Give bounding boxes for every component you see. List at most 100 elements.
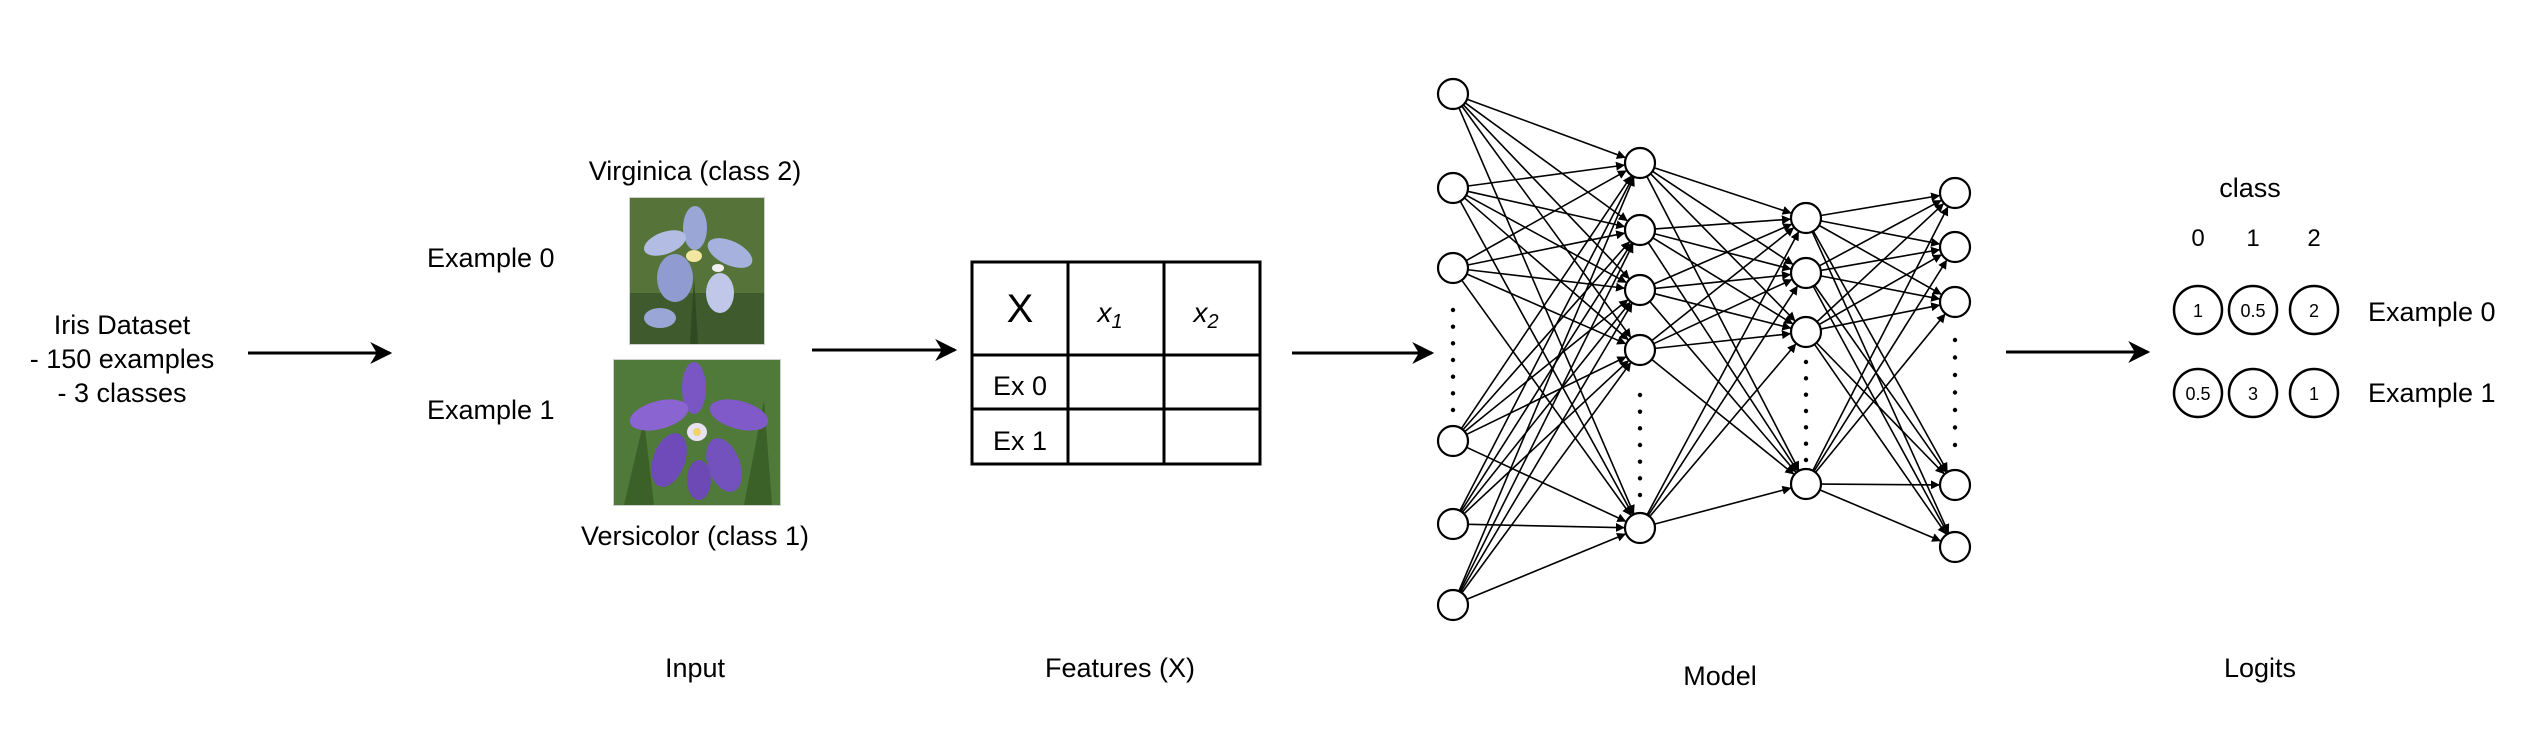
nn-node-l0-n1 bbox=[1436, 171, 1470, 205]
nn-node-l1-n4 bbox=[1623, 511, 1657, 545]
nn-edge-l1-4-0 bbox=[1646, 231, 1800, 516]
nn-edge-l0-2-4 bbox=[1461, 279, 1632, 516]
logit-circle-r0-c1 bbox=[2227, 284, 2279, 336]
nn-edge-l2-2-0 bbox=[1816, 203, 1944, 323]
nn-ellipsis-dot-l3-1 bbox=[1952, 355, 1958, 360]
nn-ellipsis-dot-l3-6 bbox=[1952, 442, 1958, 448]
nn-node-l3-n4 bbox=[1938, 530, 1972, 564]
nn-ellipsis-dot-l2-1 bbox=[1803, 376, 1809, 381]
nn-edge-l2-1-1 bbox=[1820, 246, 1941, 272]
nn-node-l3-n1 bbox=[1938, 230, 1972, 264]
nn-edge-l0-5-1 bbox=[1458, 243, 1634, 592]
nn-edge-l2-3-0 bbox=[1812, 206, 1949, 472]
nn-node-l0-n2 bbox=[1436, 251, 1470, 285]
feature-row-ex0: Ex 0 bbox=[993, 371, 1047, 401]
nn-ellipsis-dot-l1-1 bbox=[1637, 409, 1643, 414]
nn-edge-l2-3-2 bbox=[1814, 313, 1946, 473]
nn-node-l0-n4 bbox=[1436, 507, 1470, 541]
nn-ellipsis-dot-l1-6 bbox=[1637, 492, 1643, 498]
feature-header-x1-base: x bbox=[1095, 297, 1112, 328]
nn-edge-l2-2-3 bbox=[1815, 342, 1945, 475]
neural-network bbox=[1436, 77, 1972, 622]
nn-edge-l1-0-0 bbox=[1653, 166, 1792, 215]
nn-edge-l0-0-2 bbox=[1462, 104, 1630, 280]
nn-edge-l1-2-3 bbox=[1649, 300, 1797, 473]
nn-edge-l0-3-1 bbox=[1462, 241, 1630, 431]
nn-edge-l1-0-2 bbox=[1649, 173, 1796, 322]
nn-edge-l0-3-3 bbox=[1466, 356, 1627, 436]
feature-header-x2-base: x bbox=[1191, 297, 1208, 328]
nn-edge-l2-2-4 bbox=[1813, 343, 1947, 535]
nn-ellipsis-dot-l1-0 bbox=[1637, 392, 1643, 398]
nn-edge-l2-0-4 bbox=[1811, 231, 1950, 534]
nn-edge-l2-2-2 bbox=[1820, 302, 1941, 330]
nn-edge-l2-2-1 bbox=[1818, 254, 1942, 326]
nn-edge-l2-3-4 bbox=[1819, 489, 1942, 542]
nn-ellipsis-dot-l2-3 bbox=[1803, 408, 1809, 414]
nn-edge-l0-1-2 bbox=[1465, 194, 1627, 284]
nn-edge-l0-1-4 bbox=[1459, 200, 1633, 515]
nn-edge-l1-4-3 bbox=[1654, 485, 1792, 525]
nn-edge-l1-1-1 bbox=[1654, 232, 1792, 272]
logit-value-r1-c0: 0.5 bbox=[2185, 384, 2210, 404]
feature-header-x2: x2 bbox=[1191, 297, 1218, 333]
model-section-label: Model bbox=[1683, 661, 1757, 691]
nn-ellipsis-dot-l2-6 bbox=[1803, 457, 1809, 463]
nn-edge-l1-0-1 bbox=[1652, 170, 1794, 265]
logit-value-r0-c2: 2 bbox=[2309, 301, 2319, 321]
nn-edge-l0-3-0 bbox=[1460, 175, 1632, 430]
logits-row-0-label: Example 0 bbox=[2368, 297, 2496, 327]
feature-row-ex1: Ex 1 bbox=[993, 426, 1047, 456]
nn-node-l3-n0 bbox=[1938, 176, 1972, 210]
nn-edge-l2-1-0 bbox=[1818, 199, 1942, 267]
nn-edge-l2-0-0 bbox=[1820, 192, 1941, 217]
dataset-description: Iris Dataset - 150 examples - 3 classes bbox=[30, 308, 215, 410]
nn-edge-l0-2-3 bbox=[1466, 273, 1627, 345]
nn-edge-l0-4-3 bbox=[1463, 360, 1629, 515]
nn-edge-l0-2-0 bbox=[1465, 170, 1627, 262]
nn-ellipsis-dot-l0-4 bbox=[1450, 374, 1456, 379]
nn-edge-l0-2-2 bbox=[1467, 268, 1626, 292]
nn-node-l3-n2 bbox=[1938, 285, 1972, 319]
virginica-image bbox=[629, 197, 765, 345]
nn-ellipsis-dot-l0-5 bbox=[1450, 391, 1456, 396]
nn-edge-l2-3-1 bbox=[1813, 259, 1948, 472]
nn-edge-l0-5-2 bbox=[1459, 302, 1633, 593]
nn-node-l2-n3 bbox=[1789, 467, 1823, 501]
nn-ellipsis-dot-l2-2 bbox=[1803, 392, 1809, 397]
nn-ellipsis-dot-l2-0 bbox=[1803, 359, 1809, 365]
features-section-label: Features (X) bbox=[1044, 653, 1196, 683]
feature-header-x1: x1 bbox=[1095, 297, 1122, 333]
nn-edge-l0-5-4 bbox=[1466, 533, 1627, 601]
logits-column-0: 0 bbox=[2191, 225, 2205, 252]
logits-column-2: 2 bbox=[2307, 225, 2321, 252]
nn-ellipsis-dot-l3-3 bbox=[1952, 390, 1958, 395]
logit-circle-r1-c1 bbox=[2227, 367, 2279, 419]
nn-edge-l0-2-1 bbox=[1467, 230, 1626, 266]
nn-node-l2-n2 bbox=[1789, 315, 1823, 349]
nn-edge-l1-2-0 bbox=[1653, 223, 1793, 285]
versicolor-image bbox=[613, 359, 781, 506]
nn-node-l2-n0 bbox=[1789, 201, 1823, 235]
feature-header-x: X bbox=[1007, 287, 1034, 331]
logits-row-1-label: Example 1 bbox=[2368, 378, 2496, 408]
nn-ellipsis-dot-l2-5 bbox=[1803, 441, 1809, 446]
nn-edge-l2-3-3 bbox=[1820, 480, 1940, 490]
nn-ellipsis-dot-l1-3 bbox=[1637, 442, 1643, 448]
nn-node-l0-n0 bbox=[1436, 77, 1470, 111]
nn-ellipsis-dot-l3-0 bbox=[1952, 337, 1958, 343]
nn-node-l1-n1 bbox=[1623, 213, 1657, 247]
logit-value-r1-c1: 3 bbox=[2248, 384, 2258, 404]
nn-edge-l1-4-1 bbox=[1647, 285, 1798, 516]
nn-ellipsis-dot-l0-2 bbox=[1450, 341, 1456, 346]
nn-node-l1-n0 bbox=[1623, 146, 1657, 180]
logit-value-r0-c0: 1 bbox=[2193, 301, 2203, 321]
logit-circle-r1-c2 bbox=[2288, 367, 2340, 419]
logit-circle-r0-c0 bbox=[2172, 284, 2224, 336]
nn-edge-l0-4-4 bbox=[1467, 522, 1625, 532]
nn-edge-l1-3-0 bbox=[1651, 227, 1795, 342]
nn-edge-l2-1-4 bbox=[1812, 285, 1949, 534]
nn-node-l3-n3 bbox=[1938, 468, 1972, 502]
input-section-label: Input bbox=[664, 653, 726, 683]
